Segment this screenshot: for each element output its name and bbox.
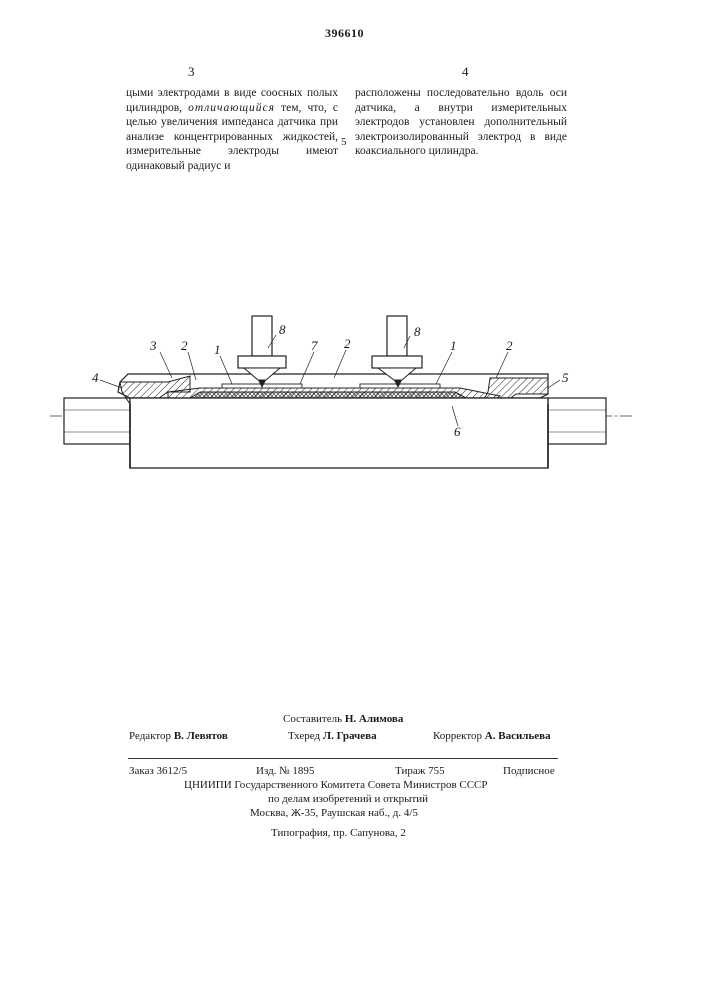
corrector-line: Корректор А. Васильева xyxy=(433,730,551,742)
label-2a: 2 xyxy=(181,338,188,353)
techred-line: Тхеред Л. Грачева xyxy=(288,730,377,742)
label-1b: 1 xyxy=(450,338,457,353)
compiler-name: Н. Алимова xyxy=(345,713,404,725)
right-column-text: расположены последовательно вдоль оси да… xyxy=(355,86,567,159)
institute-name: ЦНИИПИ Государственного Комитета Совета … xyxy=(184,779,488,791)
label-2c: 2 xyxy=(506,338,513,353)
institute-dept: по делам изобретений и открытий xyxy=(268,793,428,805)
techred-name: Л. Грачева xyxy=(323,730,377,742)
label-1a: 1 xyxy=(214,342,221,357)
editor-line: Редактор В. Левятов xyxy=(129,730,228,742)
order-number: Заказ 3612/5 xyxy=(129,765,187,777)
left-column-number: 3 xyxy=(188,64,195,80)
right-column-number: 4 xyxy=(462,64,469,80)
left-column-text: цыми электродами в виде соосных полых ци… xyxy=(126,86,338,173)
left-pipe xyxy=(64,398,130,444)
footer-rule xyxy=(128,758,558,759)
label-3: 3 xyxy=(149,338,157,353)
label-8a: 8 xyxy=(279,322,286,337)
address: Москва, Ж-35, Раушская наб., д. 4/5 xyxy=(250,807,418,819)
line-number: 5 xyxy=(341,136,347,148)
print-run: Тираж 755 xyxy=(395,765,445,777)
terminal-left xyxy=(252,316,272,356)
sensor-drawing: 3 2 1 8 7 2 8 1 2 4 5 6 xyxy=(50,300,650,485)
claim-keyword: отличающийся xyxy=(188,102,275,114)
editor-label: Редактор xyxy=(129,730,171,742)
corrector-name: А. Васильева xyxy=(485,730,551,742)
editor-name: В. Левятов xyxy=(174,730,228,742)
techred-label: Тхеред xyxy=(288,730,320,742)
corrector-label: Корректор xyxy=(433,730,482,742)
terminal-right xyxy=(387,316,407,356)
patent-number: 396610 xyxy=(325,26,364,41)
label-4: 4 xyxy=(92,370,99,385)
label-6: 6 xyxy=(454,424,461,439)
label-7: 7 xyxy=(311,338,318,353)
electrode-2 xyxy=(360,384,440,388)
compiler-line: Составитель Н. Алимова xyxy=(283,713,403,725)
edition-number: Изд. № 1895 xyxy=(256,765,314,777)
subscription: Подписное xyxy=(503,765,555,777)
label-8b: 8 xyxy=(414,324,421,339)
main-cylinder xyxy=(130,398,548,468)
right-pipe xyxy=(548,398,606,444)
compiler-label: Составитель xyxy=(283,713,342,725)
label-5: 5 xyxy=(562,370,569,385)
printing-house: Типография, пр. Сапунова, 2 xyxy=(271,827,406,839)
label-2b: 2 xyxy=(344,336,351,351)
